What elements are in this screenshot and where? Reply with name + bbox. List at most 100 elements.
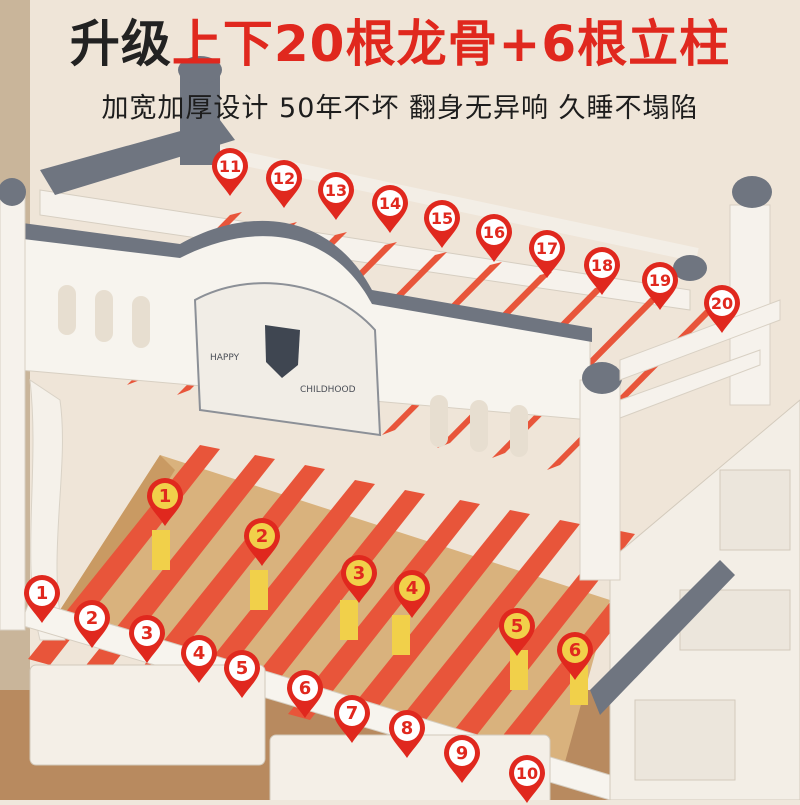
upper-slat-marker: 12 bbox=[262, 160, 306, 210]
support-post bbox=[510, 650, 528, 690]
support-post-marker: 6 bbox=[553, 632, 597, 682]
svg-text:3: 3 bbox=[141, 623, 154, 644]
plaque-happy-text: HAPPY bbox=[210, 353, 240, 363]
map-pin-icon: 1 bbox=[24, 575, 60, 623]
svg-text:12: 12 bbox=[273, 169, 295, 188]
svg-text:14: 14 bbox=[379, 194, 401, 213]
map-pin-icon: 14 bbox=[372, 185, 408, 233]
upper-slat-marker: 14 bbox=[368, 185, 412, 235]
lower-slat-marker: 4 bbox=[177, 635, 221, 685]
map-pin-icon: 6 bbox=[557, 632, 593, 680]
lower-slat-marker: 7 bbox=[330, 695, 374, 745]
lower-slat bbox=[443, 530, 635, 750]
support-post-marker: 3 bbox=[337, 555, 381, 605]
map-pin-icon: 5 bbox=[224, 650, 260, 698]
lower-slat-marker: 6 bbox=[283, 670, 327, 720]
svg-text:6: 6 bbox=[299, 678, 312, 699]
map-pin-icon: 2 bbox=[244, 518, 280, 566]
lower-slat bbox=[388, 520, 580, 740]
svg-text:18: 18 bbox=[591, 256, 613, 275]
upper-slat-marker: 16 bbox=[472, 214, 516, 264]
svg-text:20: 20 bbox=[711, 294, 733, 313]
support-posts bbox=[152, 530, 588, 705]
svg-text:4: 4 bbox=[406, 578, 419, 599]
svg-text:5: 5 bbox=[236, 658, 249, 679]
lower-slat-marker: 1 bbox=[20, 575, 64, 625]
svg-text:2: 2 bbox=[86, 608, 99, 629]
subheadline: 加宽加厚设计 50年不坏 翻身无异响 久睡不塌陷 bbox=[101, 93, 699, 124]
svg-text:1: 1 bbox=[36, 583, 49, 604]
svg-text:2: 2 bbox=[256, 526, 269, 547]
map-pin-icon: 13 bbox=[318, 172, 354, 220]
map-pin-icon: 20 bbox=[704, 285, 740, 333]
map-pin-icon: 3 bbox=[341, 555, 377, 603]
map-pin-icon: 10 bbox=[509, 755, 545, 803]
map-pin-icon: 8 bbox=[389, 710, 425, 758]
lower-slat-marker: 10 bbox=[505, 755, 549, 805]
lower-slat-marker: 5 bbox=[220, 650, 264, 700]
map-pin-icon: 1 bbox=[147, 478, 183, 526]
upper-slat-marker: 19 bbox=[638, 262, 682, 312]
upper-slat-marker: 11 bbox=[208, 148, 252, 198]
support-post bbox=[392, 615, 410, 655]
map-pin-icon: 2 bbox=[74, 600, 110, 648]
plaque-childhood-text: CHILDHOOD bbox=[300, 385, 356, 395]
lower-slat-marker: 9 bbox=[440, 735, 484, 785]
svg-text:9: 9 bbox=[456, 743, 469, 764]
support-post-marker: 1 bbox=[143, 478, 187, 528]
lower-slat bbox=[288, 500, 480, 720]
svg-text:7: 7 bbox=[346, 703, 359, 724]
svg-text:8: 8 bbox=[401, 718, 414, 739]
map-pin-icon: 12 bbox=[266, 160, 302, 208]
headline-prefix: 升级 bbox=[69, 15, 172, 73]
lower-slat bbox=[83, 455, 275, 675]
map-pin-icon: 5 bbox=[499, 608, 535, 656]
lower-slat bbox=[233, 490, 425, 710]
support-post bbox=[340, 600, 358, 640]
map-pin-icon: 17 bbox=[529, 230, 565, 278]
support-post-marker: 2 bbox=[240, 518, 284, 568]
lower-slat-marker: 2 bbox=[70, 600, 114, 650]
lower-slat-marker: 3 bbox=[125, 615, 169, 665]
map-pin-icon: 3 bbox=[129, 615, 165, 663]
map-pin-icon: 4 bbox=[394, 570, 430, 618]
support-post bbox=[250, 570, 268, 610]
map-pin-icon: 7 bbox=[334, 695, 370, 743]
upper-slat-marker: 15 bbox=[420, 200, 464, 250]
svg-text:11: 11 bbox=[219, 157, 241, 176]
map-pin-icon: 18 bbox=[584, 247, 620, 295]
upper-slat-marker: 17 bbox=[525, 230, 569, 280]
map-pin-icon: 15 bbox=[424, 200, 460, 248]
svg-text:16: 16 bbox=[483, 223, 505, 242]
headline: 升级 上下20根龙骨+6根立柱 bbox=[0, 0, 800, 80]
svg-text:17: 17 bbox=[536, 239, 558, 258]
svg-text:5: 5 bbox=[511, 616, 524, 637]
svg-text:1: 1 bbox=[159, 486, 172, 507]
support-post bbox=[152, 530, 170, 570]
map-pin-icon: 9 bbox=[444, 735, 480, 783]
svg-text:4: 4 bbox=[193, 643, 206, 664]
map-pin-icon: 11 bbox=[212, 148, 248, 196]
map-pin-icon: 4 bbox=[181, 635, 217, 683]
map-pin-icon: 16 bbox=[476, 214, 512, 262]
svg-text:15: 15 bbox=[431, 209, 453, 228]
support-post-marker: 5 bbox=[495, 608, 539, 658]
svg-text:6: 6 bbox=[569, 640, 582, 661]
headline-main: 上下20根龙骨+6根立柱 bbox=[171, 15, 731, 73]
svg-text:10: 10 bbox=[516, 764, 538, 783]
lower-slat bbox=[183, 480, 375, 700]
map-pin-icon: 6 bbox=[287, 670, 323, 718]
upper-slat-marker: 13 bbox=[314, 172, 358, 222]
lower-slat bbox=[133, 465, 325, 685]
svg-text:3: 3 bbox=[353, 563, 366, 584]
svg-text:19: 19 bbox=[649, 271, 671, 290]
map-pin-icon: 19 bbox=[642, 262, 678, 310]
lower-slat bbox=[338, 510, 530, 730]
lower-slat-marker: 8 bbox=[385, 710, 429, 760]
svg-text:13: 13 bbox=[325, 181, 347, 200]
upper-slat-marker: 20 bbox=[700, 285, 744, 335]
support-post-marker: 4 bbox=[390, 570, 434, 620]
upper-slat-marker: 18 bbox=[580, 247, 624, 297]
